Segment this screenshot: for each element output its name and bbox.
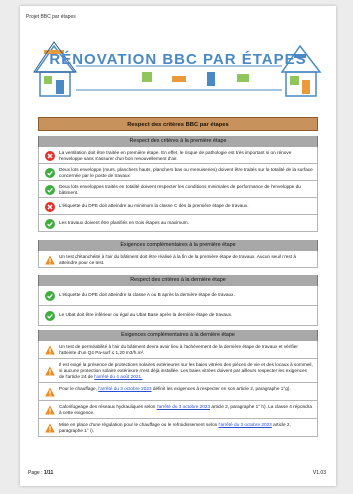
- criteria-row: Deux lots enveloppe (murs, planchers hau…: [38, 164, 318, 181]
- document-page: Projet BBC par étapes RÉNOVATION BBC PAR…: [20, 6, 336, 486]
- criteria-row: L'étiquette du DPE doit atteindre la cla…: [38, 286, 318, 306]
- criteria-row: L'étiquette du DPE doit atteindre au min…: [38, 198, 318, 215]
- project-header: Projet BBC par étapes: [26, 14, 76, 20]
- house-right-icon: [280, 44, 322, 97]
- arrete-link[interactable]: l'arrêté du 3 octobre 2023: [218, 422, 272, 427]
- arrete-link[interactable]: l'arrêté du 3 octobre 2023: [156, 404, 211, 409]
- fail-cross-icon: [45, 151, 55, 161]
- check-icon: [45, 168, 55, 178]
- banner-title: RÉNOVATION BBC PAR ÉTAPES: [49, 51, 306, 68]
- criteria-row: La ventilation doit être traitée en prem…: [38, 147, 318, 164]
- arrete-link[interactable]: l'arrêté du 4 août 2021.: [94, 374, 143, 380]
- section-title-last-step: Respect des critères à la dernière étape: [38, 275, 318, 286]
- check-icon: [45, 219, 55, 229]
- banner-illustration: RÉNOVATION BBC PAR ÉTAPES: [33, 41, 322, 97]
- warning-icon: [45, 366, 55, 376]
- criteria-row: Il est exigé la présence de protections …: [38, 359, 318, 383]
- criteria-row: Le Ubat doit être inférieur ou égal au U…: [38, 306, 318, 326]
- criteria-row: Deux lots enveloppes traités en totalité…: [38, 181, 318, 198]
- criteria-row: Un test d'étanchéité à l'air du bâtiment…: [38, 251, 318, 268]
- check-icon: [45, 291, 55, 301]
- version-label: V1.03: [312, 470, 326, 476]
- criteria-row: Un test de perméabilité à l'air du bâtim…: [38, 341, 318, 359]
- fail-cross-icon: [45, 202, 55, 212]
- warning-icon: [45, 405, 55, 415]
- section-title-last-step-extra: Exigences complémentaires à la dernière …: [38, 330, 318, 341]
- warning-icon: [45, 255, 55, 265]
- criteria-row: Calorifugeage des réseaux hydrauliques s…: [38, 401, 318, 419]
- warning-icon: [45, 345, 55, 355]
- check-icon: [45, 185, 55, 195]
- criteria-row: Mise en place d'une régulation pour le c…: [38, 419, 318, 437]
- main-section-title: Respect des critères BBC par étapes: [38, 117, 318, 131]
- arrete-link[interactable]: l'arrêté du 3 octobre 2023: [98, 386, 152, 391]
- section-title-first-step: Respect des critères à la première étape: [38, 136, 318, 147]
- page-number: Page : 1/11: [28, 470, 54, 476]
- warning-icon: [45, 423, 55, 433]
- house-left-icon: [33, 41, 77, 97]
- warning-icon: [45, 387, 55, 397]
- check-icon: [45, 311, 55, 321]
- criteria-row: Pour le chauffage, l'arrêté du 3 octobre…: [38, 383, 318, 401]
- criteria-row: Les travaux doivent être planifiés en tr…: [38, 215, 318, 232]
- section-title-first-step-extra: Exigences complémentaires à la première …: [38, 240, 318, 251]
